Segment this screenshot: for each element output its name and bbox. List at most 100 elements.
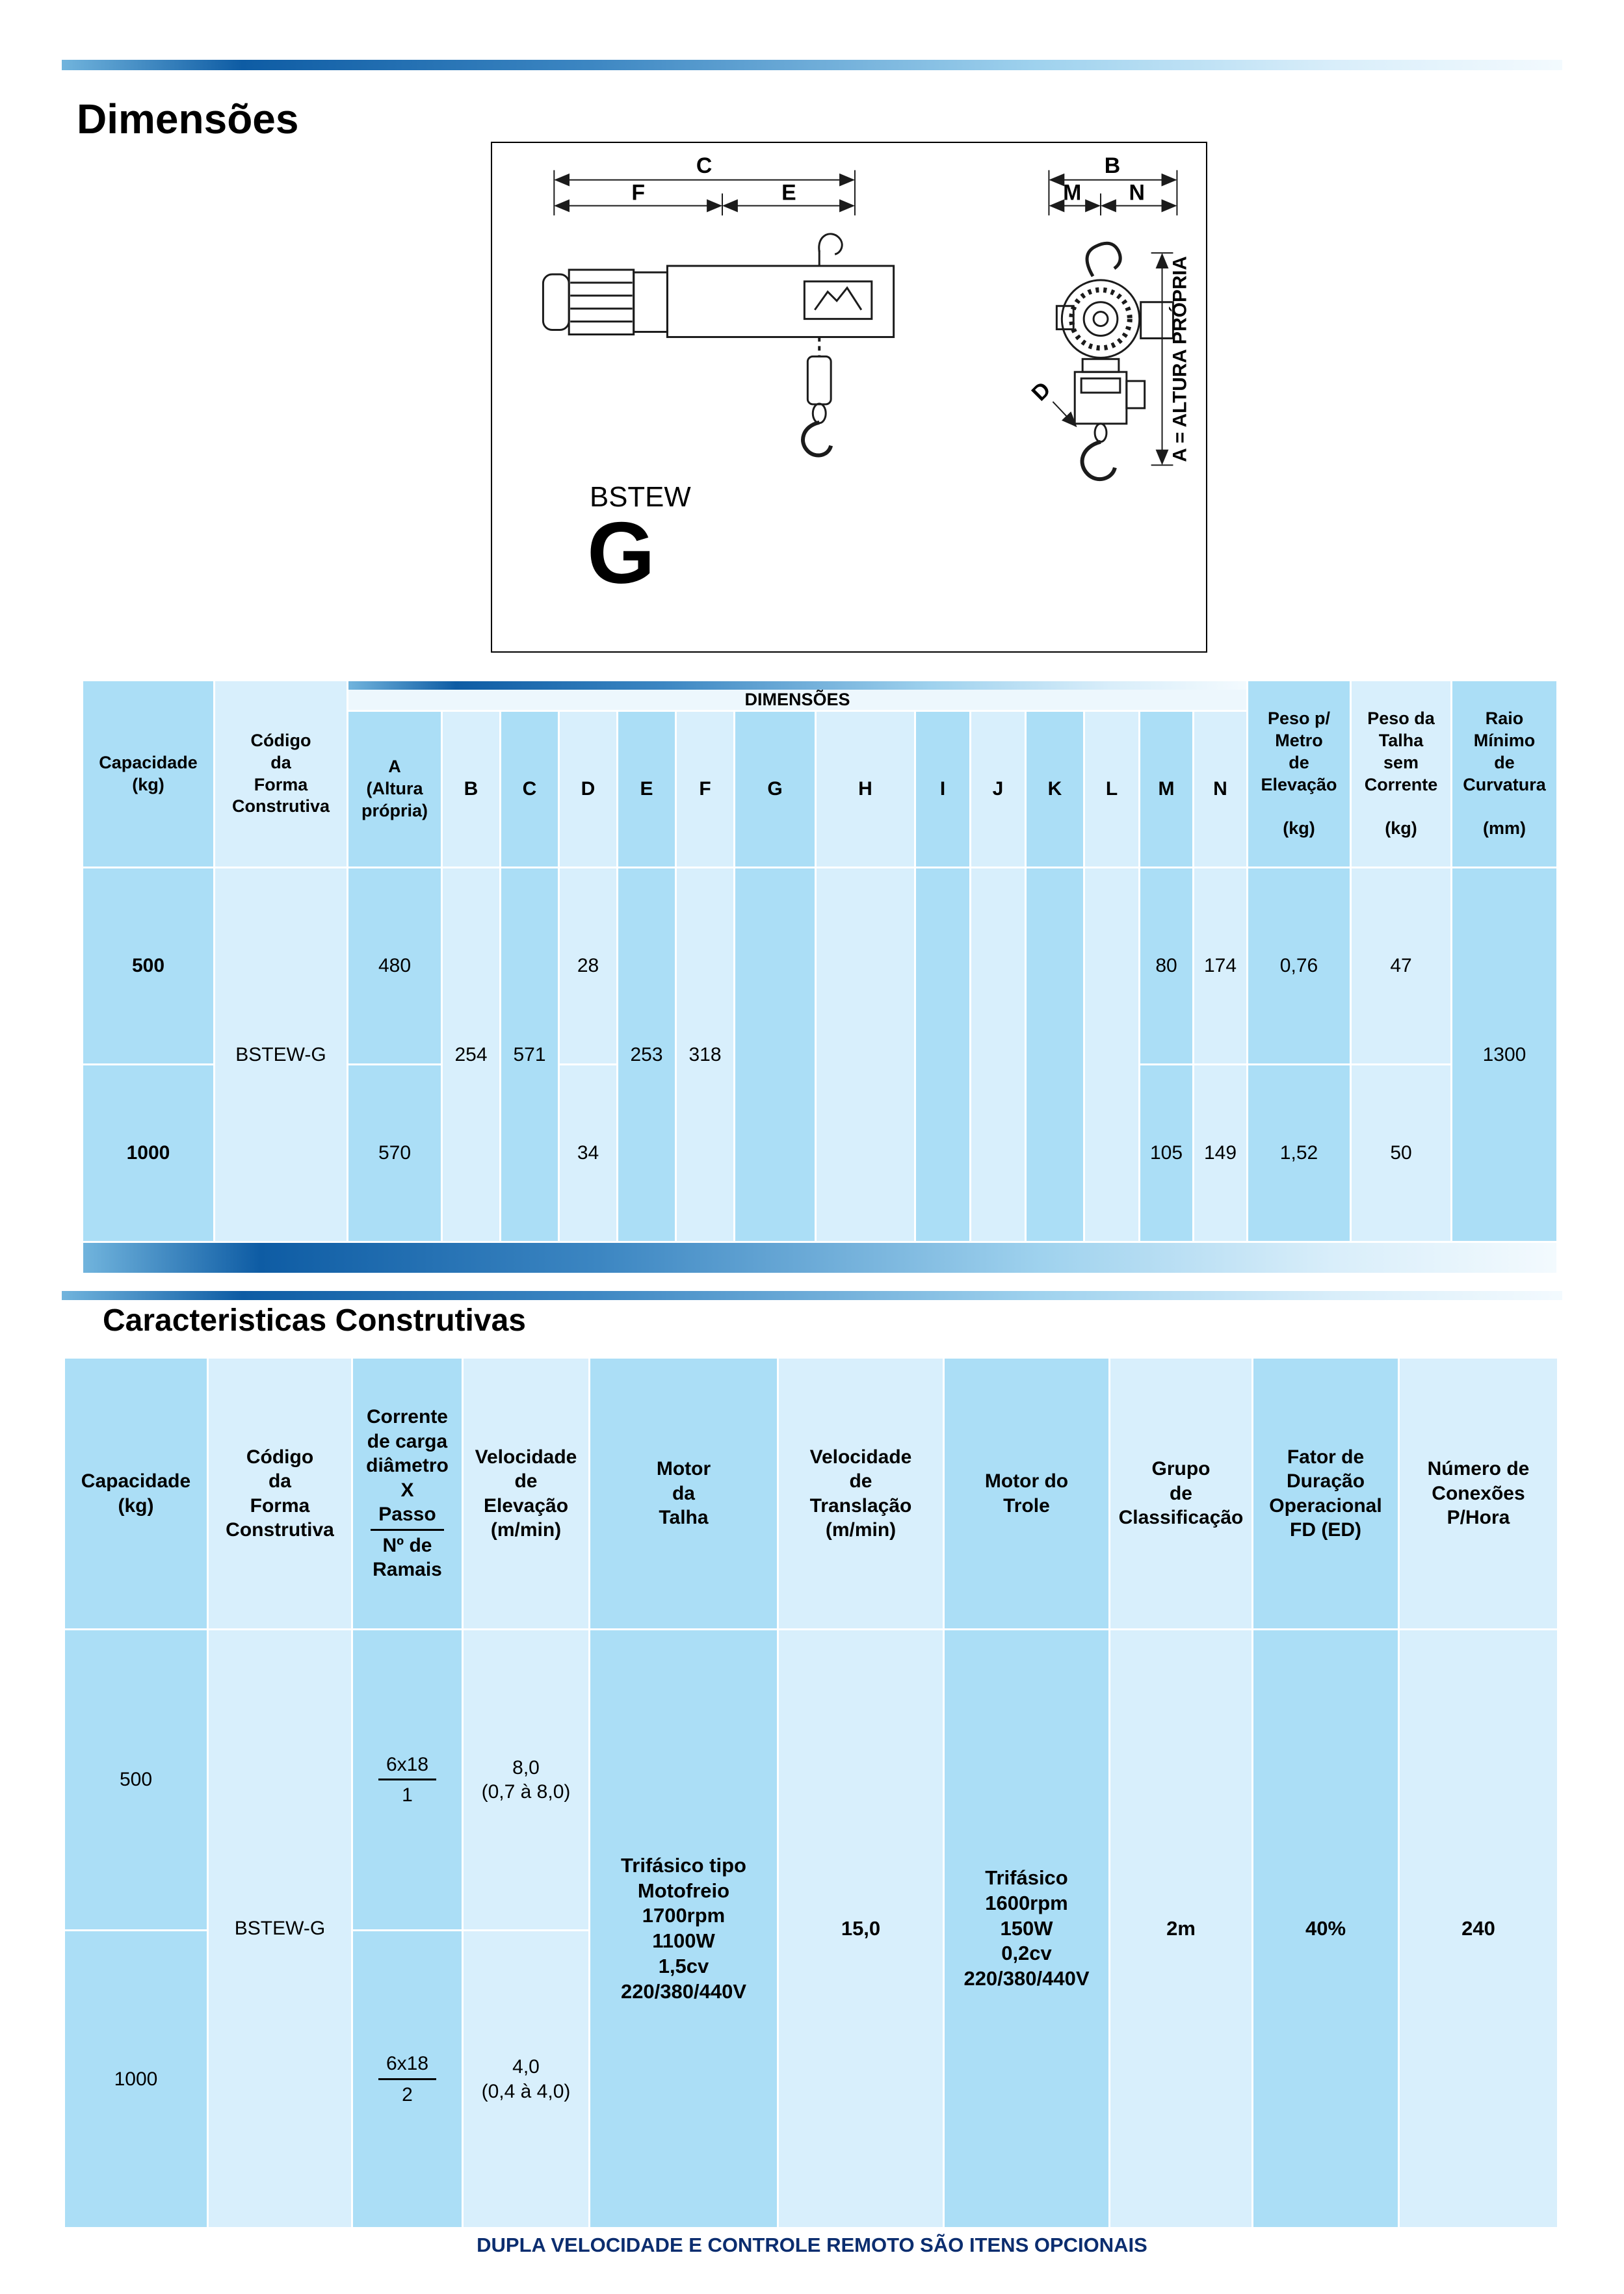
chain-wheel xyxy=(1069,287,1133,351)
t2-motor-talha-value: Trifásico tipo Motofreio 1700rpm 1100W 1… xyxy=(590,1630,777,2227)
t2-header-codigo: Código da Forma Construtiva xyxy=(209,1359,351,1628)
t1-header-M: M xyxy=(1140,712,1192,867)
hoist-side-view xyxy=(542,233,895,458)
dimensions-gradient-bar xyxy=(348,681,1246,690)
t1-header-C: C xyxy=(501,712,558,867)
dim-label-N: N xyxy=(1129,181,1145,205)
dim-label-B: B xyxy=(1105,153,1120,178)
t1-header-F: F xyxy=(677,712,733,867)
t2-header-conexoes: Número de Conexões P/Hora xyxy=(1400,1359,1557,1628)
t1-row2-N: 149 xyxy=(1194,1065,1246,1241)
t1-value-C: 571 xyxy=(501,868,558,1241)
t1-value-H-empty xyxy=(817,868,914,1241)
t1-row2-capacidade: 1000 xyxy=(83,1065,213,1241)
t1-value-G-empty xyxy=(735,868,815,1241)
t1-value-J-empty xyxy=(971,868,1025,1241)
top-hook-side xyxy=(818,233,843,255)
t2-row1-capacidade: 500 xyxy=(65,1630,207,1929)
t1-row2-M: 105 xyxy=(1140,1065,1192,1241)
t2-motor-trole-value: Trifásico 1600rpm 150W 0,2cv 220/380/440… xyxy=(945,1630,1108,2227)
t1-value-F: 318 xyxy=(677,868,733,1241)
t1-header-L: L xyxy=(1085,712,1138,867)
t1-row1-A: 480 xyxy=(348,868,441,1063)
t2-row2-vel-elevacao: 4,0 (0,4 à 4,0) xyxy=(464,1931,588,2227)
logo-mark-side xyxy=(814,286,863,311)
t1-value-L-empty xyxy=(1085,868,1138,1241)
section-gradient-bar xyxy=(62,1291,1562,1300)
t2-header-grupo: Grupo de Classificação xyxy=(1110,1359,1251,1628)
t1-row1-capacidade: 500 xyxy=(83,868,213,1063)
t1-header-J: J xyxy=(971,712,1025,867)
t1-header-B: B xyxy=(443,712,499,867)
dim-label-D: D xyxy=(1027,377,1056,406)
hoist-technical-drawing: C F E B M N D A = ALTURA PRÓPRIA BSTEW G xyxy=(542,153,1190,602)
t2-header-motor-trole: Motor do Trole xyxy=(945,1359,1108,1628)
top-hook-front xyxy=(1085,241,1122,278)
t1-header-K: K xyxy=(1027,712,1083,867)
t2-row1-vel-elevacao: 8,0 (0,7 à 8,0) xyxy=(464,1630,588,1929)
t1-header-E: E xyxy=(618,712,675,867)
t1-row1-M: 80 xyxy=(1140,868,1192,1063)
t1-header-codigo: Código da Forma Construtiva xyxy=(215,681,347,867)
t2-conexoes-value: 240 xyxy=(1400,1630,1557,2227)
dimensions-group-header: DIMENSÕES xyxy=(348,681,1246,710)
t2-fator-value: 40% xyxy=(1253,1630,1398,2227)
t1-row1-peso-metro: 0,76 xyxy=(1248,868,1350,1063)
t1-row2-peso-metro: 1,52 xyxy=(1248,1065,1350,1241)
t2-row1-corrente: 6x18 1 xyxy=(353,1630,462,1929)
logo-box-front xyxy=(1080,377,1121,394)
t2-row2-corrente-num: 6x18 xyxy=(378,2052,437,2080)
t1-header-I: I xyxy=(916,712,969,867)
dim-label-C: C xyxy=(696,153,712,178)
dimensions-group-label: DIMENSÕES xyxy=(744,690,850,709)
diagram-frame: C F E B M N D A = ALTURA PRÓPRIA BSTEW G xyxy=(491,142,1207,653)
t2-row1-corrente-num: 6x18 xyxy=(378,1753,437,1780)
t1-header-raio: Raio Mínimo de Curvatura (mm) xyxy=(1452,681,1556,867)
bottom-hook-front xyxy=(1080,439,1117,482)
t2-header-capacidade: Capacidade (kg) xyxy=(65,1359,207,1628)
front-view-dimension-lines xyxy=(1048,170,1178,466)
t1-row2-D: 34 xyxy=(560,1065,616,1241)
t1-value-E: 253 xyxy=(618,868,675,1241)
t1-value-raio: 1300 xyxy=(1452,868,1556,1241)
t2-codigo-value: BSTEW-G xyxy=(209,1630,351,2227)
dim-label-E: E xyxy=(781,181,796,205)
dim-label-M: M xyxy=(1063,181,1081,205)
t2-header-corrente-passo: Passo xyxy=(371,1502,444,1531)
t2-row2-corrente-den: 2 xyxy=(402,2083,413,2105)
footer-note: DUPLA VELOCIDADE E CONTROLE REMOTO SÃO I… xyxy=(477,2234,1147,2256)
section-title: Caracteristicas Construtivas xyxy=(103,1303,526,1338)
t1-header-peso-metro: Peso p/ Metro de Elevação (kg) xyxy=(1248,681,1350,867)
t2-row1-corrente-den: 1 xyxy=(402,1784,413,1806)
t1-row2-A: 570 xyxy=(348,1065,441,1241)
t2-header-fator: Fator de Duração Operacional FD (ED) xyxy=(1253,1359,1398,1628)
trolley-motor xyxy=(1140,301,1174,339)
t2-vel-translacao-value: 15,0 xyxy=(779,1630,943,2227)
side-view-dimension-lines xyxy=(553,170,856,216)
characteristics-table: Capacidade (kg) Código da Forma Construt… xyxy=(65,1359,1557,2227)
page-title: Dimensões xyxy=(77,96,299,142)
t1-header-A: A (Altura própria) xyxy=(348,712,441,867)
logo-box-side xyxy=(803,280,873,320)
bottom-hook-side xyxy=(801,420,833,458)
model-letter: G xyxy=(587,504,655,602)
t2-header-vel-translacao: Velocidade de Translação (m/min) xyxy=(779,1359,943,1628)
hoist-front-view xyxy=(1055,241,1174,482)
t2-header-corrente-bottom: Nº de Ramais xyxy=(373,1534,442,1581)
t1-header-N: N xyxy=(1194,712,1246,867)
t1-value-K-empty xyxy=(1027,868,1083,1241)
t2-header-corrente: Corrente de carga diâmetro X Passo Nº de… xyxy=(353,1359,462,1628)
top-gradient-bar xyxy=(62,60,1562,70)
dimension-table: Capacidade (kg) Código da Forma Construt… xyxy=(83,681,1556,1273)
table1-bottom-bar xyxy=(83,1243,1556,1273)
t1-header-peso-talha: Peso da Talha sem Corrente (kg) xyxy=(1352,681,1450,867)
dim-label-F: F xyxy=(631,181,645,205)
t1-row1-peso-talha: 47 xyxy=(1352,868,1450,1063)
t2-row2-corrente: 6x18 2 xyxy=(353,1931,462,2227)
t1-row2-peso-talha: 50 xyxy=(1352,1065,1450,1241)
t1-header-capacidade: Capacidade (kg) xyxy=(83,681,213,867)
t1-row1-D: 28 xyxy=(560,868,616,1063)
t1-header-H: H xyxy=(817,712,914,867)
t1-header-G: G xyxy=(735,712,815,867)
